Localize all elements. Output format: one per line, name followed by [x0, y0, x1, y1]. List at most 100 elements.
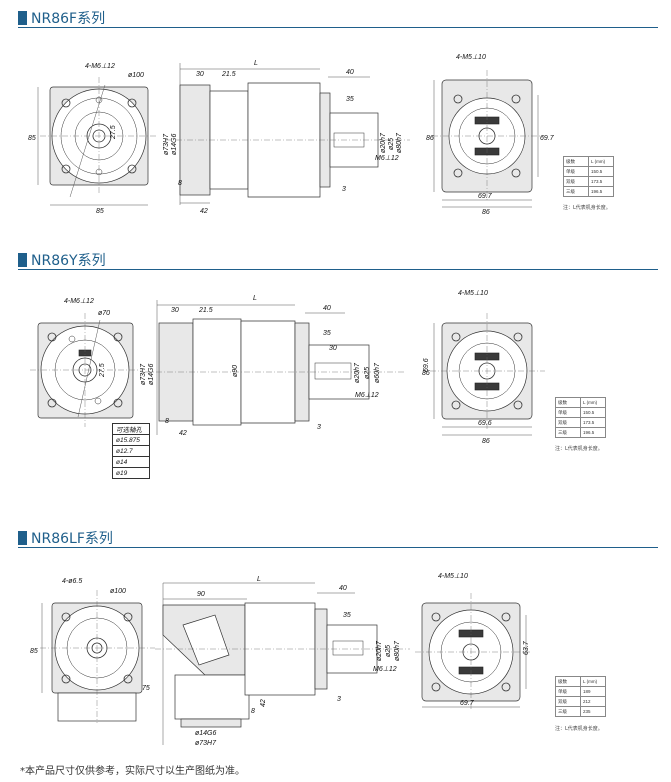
table-cell: 173.5 — [580, 417, 606, 428]
front-view-nr86f: 4-M6⊥12 ø100 85 85 27.5 — [28, 63, 158, 215]
section-marker — [18, 11, 27, 25]
end-view-nr86lf: 4-M5⊥10 63.7 69.7 — [415, 573, 530, 711]
section-header-nr86lf: NR86LF系列 — [18, 528, 658, 548]
length-note: 注：L代表机身长度。 — [555, 726, 603, 732]
label-pilot: ø14G6 — [148, 363, 155, 385]
label-spigot: ø80h7 — [394, 640, 401, 661]
table-cell: 级数 — [555, 676, 581, 687]
label-d2: 21.5 — [198, 307, 213, 314]
table-cell: 级数 — [555, 397, 581, 408]
label-L: L — [254, 60, 258, 67]
section-marker — [18, 531, 27, 545]
label-size: 85 — [30, 648, 38, 655]
label-end-w2: 86 — [482, 209, 490, 216]
label-gap: 3 — [342, 186, 346, 193]
table-cell: 212 — [580, 696, 606, 707]
label-tap: M6⊥12 — [355, 392, 379, 399]
table-cell: 三级 — [555, 706, 581, 717]
label-shaft-d: ø20h7 — [376, 640, 383, 661]
label-d3: 40 — [323, 305, 331, 312]
length-note: 注：L代表机身长度。 — [563, 205, 611, 211]
table-cell: 三级 — [555, 427, 581, 438]
label-width: 85 — [96, 208, 104, 215]
table-cell: 单级 — [555, 407, 581, 418]
side-view-nr86f: 30 21.5 L 40 35 8 42 M6⊥12 3 ø73H7 ø14G6… — [163, 60, 410, 215]
label-pilot: ø14G6 — [171, 133, 178, 155]
label-spigot: ø60h7 — [374, 362, 381, 383]
label-shaft-d: ø20h7 — [380, 132, 387, 153]
section-rule — [18, 547, 658, 548]
label-tap: M6⊥12 — [375, 155, 399, 162]
label-d4: 35 — [343, 612, 351, 619]
label-holes: 4-ø6.5 — [62, 578, 82, 585]
side-view-nr86y: 30 21.5 L 40 35 30 8 42 M6⊥12 3 ø73H7 ø1… — [140, 295, 405, 437]
label-size: 85 — [28, 135, 36, 142]
label-end-h: 86 — [422, 370, 430, 377]
table-cell: 196.5 — [580, 427, 606, 438]
table-cell: 189 — [580, 686, 606, 697]
table-cell: 级数 — [563, 156, 589, 167]
label-d1: 30 — [171, 307, 179, 314]
label-depth: 42 — [200, 208, 208, 215]
table-cell: 可选轴孔 — [112, 423, 150, 435]
optional-bore-table: 可选轴孔 ø15.875 ø12.7 ø14 ø19 — [112, 423, 150, 479]
label-side: 75 — [142, 685, 150, 692]
label-end-w1: 69.7 — [478, 193, 493, 200]
table-cell: 单级 — [563, 166, 589, 177]
table-cell: 双级 — [555, 417, 581, 428]
label-pilot: ø14G6 — [195, 730, 217, 737]
label-bore: ø73H7 — [195, 740, 217, 747]
table-cell: ø14 — [112, 456, 150, 468]
footer-disclaimer: *本产品尺寸仅供参考，实际尺寸以生产图纸为准。 — [20, 766, 245, 777]
label-pcd: ø100 — [110, 588, 126, 595]
label-L: L — [253, 295, 257, 302]
table-cell: 单级 — [555, 686, 581, 697]
label-end-holes: 4-M5⊥10 — [458, 290, 488, 297]
label-end-w1: 69.7 — [460, 700, 475, 707]
label-key: ø25 — [385, 645, 392, 657]
label-end-holes: 4-M5⊥10 — [438, 573, 468, 580]
label-end-h: 63.7 — [523, 640, 530, 655]
table-cell: ø15.875 — [112, 434, 150, 446]
label-d1: 90 — [197, 591, 205, 598]
label-flange-t: 8 — [251, 708, 255, 715]
table-cell: L (mm) — [580, 676, 606, 687]
label-d2: 21.5 — [221, 71, 236, 78]
length-note: 注：L代表机身长度。 — [555, 446, 603, 452]
label-L: L — [257, 576, 261, 583]
section-title: NR86Y系列 — [31, 253, 106, 269]
section-rule — [18, 269, 658, 270]
table-cell: ø19 — [112, 467, 150, 479]
end-view-nr86f: 4-M5⊥10 86 69.7 69.7 86 — [426, 54, 555, 216]
table-cell: L (mm) — [580, 397, 606, 408]
label-holes: 4-M6⊥12 — [64, 298, 94, 305]
label-holes: 4-M6⊥12 — [85, 63, 115, 70]
label-d1: 30 — [196, 71, 204, 78]
front-view-nr86y: 4-M6⊥12 ø70 27.5 — [30, 298, 142, 427]
label-body: ø90 — [232, 365, 239, 377]
table-cell: 235 — [580, 706, 606, 717]
table-cell: 150.5 — [580, 407, 606, 418]
label-pcd: ø100 — [128, 72, 144, 79]
label-depth: 42 — [260, 699, 267, 707]
label-shaft-d: ø20h7 — [354, 362, 361, 383]
label-d3: 40 — [339, 585, 347, 592]
section-title: NR86LF系列 — [31, 531, 113, 547]
label-pcd: ø70 — [98, 310, 110, 317]
label-key: ø25 — [364, 367, 371, 379]
label-gap: 3 — [337, 696, 341, 703]
label-bore: ø73H7 — [140, 363, 147, 385]
label-spigot: ø80h7 — [396, 132, 403, 153]
label-hub: 27.5 — [110, 125, 117, 140]
front-view-nr86lf: 4-ø6.5 ø100 85 75 — [30, 578, 155, 723]
table-cell: 三级 — [563, 186, 589, 197]
label-key: ø25 — [388, 138, 395, 150]
label-hub: 27.5 — [99, 363, 106, 378]
table-cell: 173.5 — [588, 176, 614, 187]
label-end-w2: 86 — [482, 438, 490, 445]
section-header-nr86y: NR86Y系列 — [18, 250, 658, 270]
section-header-nr86f: NR86F系列 — [18, 8, 658, 28]
label-end-w1: 69.6 — [478, 420, 492, 427]
section-marker — [18, 253, 27, 267]
